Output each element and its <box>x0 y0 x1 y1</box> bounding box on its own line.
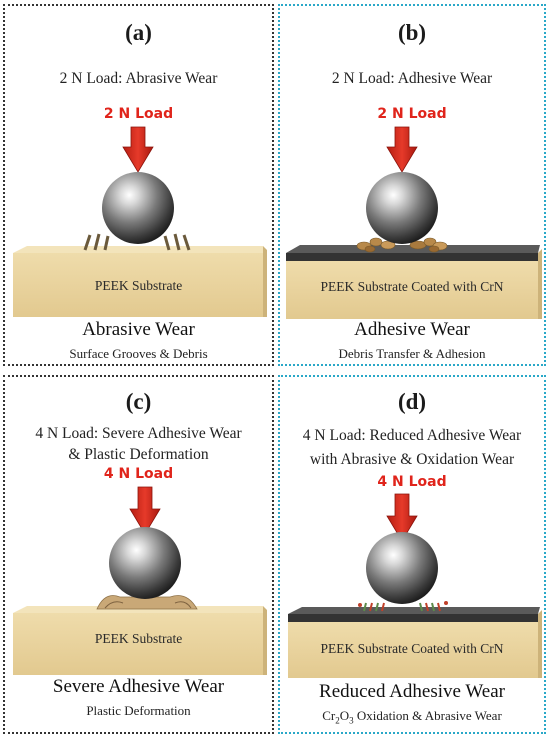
steel-ball <box>102 172 174 244</box>
peek-substrate-top <box>13 606 263 613</box>
peek-substrate <box>288 622 538 678</box>
surface-grooves <box>83 233 191 251</box>
panel-letter: (b) <box>397 20 427 45</box>
substrate-label: PEEK Substrate <box>94 278 183 293</box>
substrate-label: PEEK Substrate Coated with CrN <box>320 279 504 294</box>
panel-heading: 2 N Load: Abrasive Wear <box>59 70 218 87</box>
panel-a: (a) 2 N Load: Abrasive Wear 2 N Load PEE… <box>3 4 274 366</box>
steel-ball <box>109 527 181 599</box>
peek-substrate-top <box>13 246 263 253</box>
crn-coating-top <box>288 607 540 614</box>
panel-d: (d) 4 N Load: Reduced Adhesive Wear with… <box>278 375 546 734</box>
load-label: 4 N Load <box>103 466 174 482</box>
panel-letter: (d) <box>397 389 427 414</box>
wear-subtitle: Cr2O3 Oxidation & Abrasive Wear <box>280 708 544 726</box>
substrate-label: PEEK Substrate <box>94 631 183 646</box>
crn-coating-top <box>286 245 540 253</box>
panel-heading-line1: 4 N Load: Severe Adhesive Wear <box>35 425 242 442</box>
peek-substrate <box>286 261 538 319</box>
panel-c: (c) 4 N Load: Severe Adhesive Wear & Pla… <box>3 375 274 734</box>
substrate-label: PEEK Substrate Coated with CrN <box>320 641 504 656</box>
panel-letter: (a) <box>125 20 152 45</box>
wear-illustration <box>13 126 267 317</box>
load-label: 2 N Load <box>103 106 174 122</box>
panel-heading-line1: 4 N Load: Reduced Adhesive Wear <box>302 427 522 444</box>
panel-heading-line2: with Abrasive & Oxidation Wear <box>309 451 515 468</box>
formula-sub-2: 2 <box>335 715 340 726</box>
wear-illustration <box>13 486 267 675</box>
formula-cr: Cr <box>322 708 336 723</box>
load-arrow <box>386 126 418 173</box>
load-arrow <box>122 126 154 173</box>
wear-illustration <box>288 493 542 678</box>
wear-illustration <box>286 126 542 319</box>
wear-title: Adhesive Wear <box>354 319 470 340</box>
wear-title: Reduced Adhesive Wear <box>319 681 505 702</box>
load-label: 4 N Load <box>377 474 447 490</box>
load-label: 2 N Load <box>377 106 447 122</box>
formula-sub-3: 3 <box>349 715 354 726</box>
wear-title: Abrasive Wear <box>82 319 195 340</box>
wear-subtitle: Plastic Deformation <box>86 703 191 718</box>
peek-substrate <box>13 613 263 675</box>
wear-subtitle-rest: Oxidation & Abrasive Wear <box>353 708 502 723</box>
panel-heading: 2 N Load: Adhesive Wear <box>331 70 493 87</box>
steel-ball <box>366 172 438 244</box>
panel-letter: (c) <box>125 389 152 414</box>
oxidation-marks <box>358 601 448 612</box>
crn-coating <box>288 614 538 622</box>
load-arrow <box>129 486 161 535</box>
transferred-debris <box>356 237 448 253</box>
peek-substrate <box>13 253 263 317</box>
wear-title: Severe Adhesive Wear <box>52 676 225 697</box>
formula-o: O <box>339 708 350 723</box>
load-arrow <box>386 493 418 542</box>
panel-heading-line2: & Plastic Deformation <box>68 446 209 463</box>
crn-coating <box>286 253 538 261</box>
plastic-deformation <box>96 595 198 610</box>
panel-b: (b) 2 N Load: Adhesive Wear 2 N Load PEE… <box>278 4 546 366</box>
steel-ball <box>366 532 438 604</box>
wear-subtitle: Surface Grooves & Debris <box>69 346 208 361</box>
wear-subtitle: Debris Transfer & Adhesion <box>338 346 486 361</box>
